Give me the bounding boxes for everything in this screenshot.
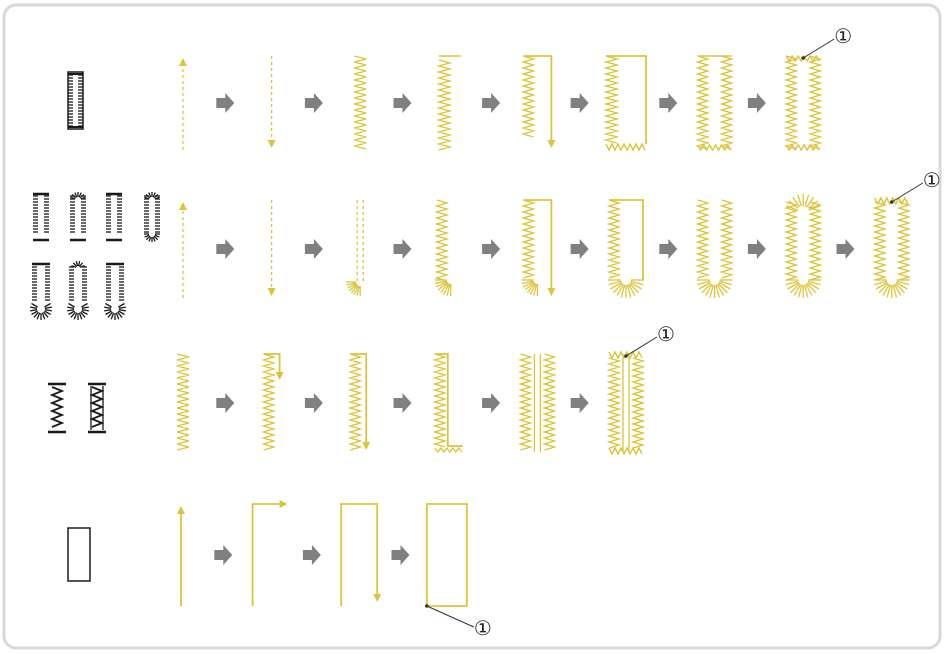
oval-buttonhole-icon (144, 192, 160, 242)
step-arrow (747, 239, 766, 259)
row-rounded-keyhole-buttonhole-step-round-with-top (783, 194, 823, 298)
row-rounded-keyhole-buttonhole-step-round-fan-start (346, 200, 364, 296)
step-arrow (216, 393, 235, 413)
double-zigzag-buttonhole-icon (88, 382, 106, 434)
step-arrow (393, 393, 412, 413)
straight-outline-buttonhole-icon (67, 527, 91, 582)
step-arrow (570, 93, 589, 113)
square-buttonhole-icon (106, 192, 122, 242)
step-arrow (216, 239, 235, 259)
step-arrow (304, 93, 323, 113)
row-zigzag-buttonhole-step-zig-left-down (261, 353, 284, 451)
step-arrows (214, 93, 855, 565)
row-standard-buttonhole-step-satin-left-bar-down (520, 55, 556, 148)
row-zigzag-buttonhole-icons (48, 382, 106, 434)
step-arrow (393, 93, 412, 113)
round-end-buttonhole-icon (70, 192, 86, 242)
zigzag-buttonhole-icon (48, 382, 66, 434)
row-zigzag-buttonhole-step-zig-left-line (347, 353, 371, 451)
callout-marker: ① (624, 322, 675, 358)
callout-label: ① (474, 616, 492, 640)
keyhole-buttonhole-icon (30, 262, 52, 320)
step-arrow (214, 545, 233, 565)
row-straight-stitch-buttonhole-step-line-corner (251, 500, 288, 606)
row-rounded-keyhole-buttonhole-icons (30, 192, 160, 320)
row-rounded-keyhole-buttonhole-step-round-complete (872, 196, 912, 298)
callout-label: ① (834, 24, 852, 48)
rounded-buttonhole-icon (33, 192, 49, 242)
row-standard-buttonhole-step-satin-left-bottom-return (603, 55, 647, 152)
diagram-frame (2, 3, 942, 650)
row-straight-stitch-buttonhole-step-line-u-down (340, 503, 382, 606)
row-standard-buttonhole-step-satin-both-sides (695, 55, 735, 152)
row-standard-buttonhole-step-satin-left (354, 55, 367, 150)
row-straight-stitch-buttonhole-step-line-complete (425, 503, 468, 607)
row-standard-buttonhole-step-satin-left-bar-top (436, 55, 461, 151)
step-arrow (482, 393, 501, 413)
row-rounded-keyhole-buttonhole-step-round-both-sides (695, 199, 735, 298)
row-rounded-keyhole-buttonhole-step-round-left-bottom (606, 199, 644, 298)
row-straight-stitch-buttonhole-icons (67, 527, 91, 582)
step-arrow (216, 93, 235, 113)
stitch-steps (176, 54, 912, 607)
step-arrow (304, 239, 323, 259)
step-arrow (570, 239, 589, 259)
callout-marker: ① (801, 24, 852, 60)
step-arrow (482, 239, 501, 259)
row-zigzag-buttonhole-step-zig-left (176, 353, 190, 451)
callout-marker: ① (425, 604, 492, 640)
callout-label: ① (923, 168, 941, 192)
step-arrow (659, 93, 678, 113)
row-zigzag-buttonhole-step-zig-both-sides (517, 353, 557, 452)
row-zigzag-buttonhole-step-zig-left-bottom (432, 353, 463, 454)
step-arrow (747, 93, 766, 113)
callouts: ① ① ① ① (425, 24, 941, 640)
keyhole-tapered-icon (67, 261, 89, 320)
step-arrow (482, 93, 501, 113)
step-arrow (570, 393, 589, 413)
callout-label: ① (657, 322, 675, 346)
row-rounded-keyhole-buttonhole-step-round-left (434, 199, 452, 296)
step-arrow (393, 239, 412, 259)
step-arrow (391, 545, 410, 565)
stitch-icons (30, 71, 160, 582)
step-arrow (659, 239, 678, 259)
step-arrow (304, 393, 323, 413)
row-rounded-keyhole-buttonhole-step-round-left-down (520, 199, 556, 296)
rectangular-buttonhole-icon (67, 71, 84, 130)
step-arrow (302, 545, 321, 565)
step-arrow (836, 239, 855, 259)
keyhole-square-icon (104, 262, 126, 320)
callout-marker: ① (890, 168, 941, 204)
row-standard-buttonhole-icons (67, 71, 84, 130)
